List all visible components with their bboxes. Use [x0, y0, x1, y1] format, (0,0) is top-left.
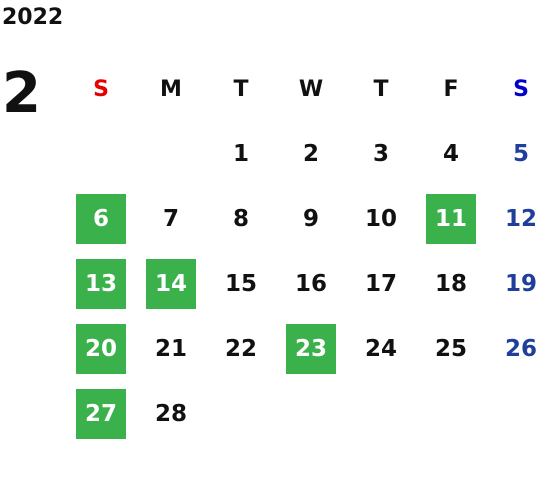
day-cell-highlighted[interactable]: 20 [66, 316, 136, 381]
day-cell[interactable]: 5 [512, 141, 529, 167]
day-cell[interactable]: 21 [154, 336, 187, 362]
weekday-mon: M [160, 76, 182, 102]
day-cell[interactable] [206, 381, 276, 446]
day-cell[interactable]: 28 [154, 401, 187, 427]
day-cell[interactable]: 15 [224, 271, 257, 297]
day-cell[interactable]: 7 [162, 206, 179, 232]
day-cell[interactable]: 24 [364, 336, 397, 362]
week-row: 27 28 [66, 381, 548, 446]
day-cell[interactable]: 8 [232, 206, 249, 232]
weekday-tue: T [233, 76, 249, 102]
year-label: 2022 [2, 5, 64, 30]
month-label: 2 [2, 61, 41, 126]
weekday-wed: W [298, 76, 324, 102]
day-cell[interactable]: 18 [434, 271, 467, 297]
weekday-thu: T [373, 76, 389, 102]
week-row: 20 21 22 23 24 25 26 [66, 316, 548, 381]
day-cell[interactable] [66, 121, 136, 186]
day-cell-highlighted[interactable]: 11 [416, 186, 486, 251]
day-cell[interactable]: 25 [434, 336, 467, 362]
week-row: 6 7 8 9 10 11 12 [66, 186, 548, 251]
week-row: 1 2 3 4 5 [66, 121, 548, 186]
weekday-sun: S [93, 76, 109, 102]
day-cell[interactable] [136, 121, 206, 186]
week-row: 13 14 15 16 17 18 19 [66, 251, 548, 316]
day-cell[interactable]: 1 [232, 141, 249, 167]
day-cell[interactable]: 26 [504, 336, 537, 362]
day-cell[interactable] [276, 381, 346, 446]
day-cell-highlighted[interactable]: 23 [276, 316, 346, 381]
calendar-grid: S M T W T F S 1 2 3 4 5 6 7 8 9 10 11 12… [66, 56, 548, 446]
day-cell[interactable]: 12 [504, 206, 537, 232]
day-cell[interactable]: 22 [224, 336, 257, 362]
day-cell[interactable]: 19 [504, 271, 537, 297]
day-cell[interactable] [486, 381, 548, 446]
day-cell[interactable] [416, 381, 486, 446]
day-cell[interactable] [346, 381, 416, 446]
day-cell[interactable]: 3 [372, 141, 389, 167]
day-cell[interactable]: 2 [302, 141, 319, 167]
day-cell-highlighted[interactable]: 27 [66, 381, 136, 446]
day-cell[interactable]: 9 [302, 206, 319, 232]
day-cell-highlighted[interactable]: 13 [66, 251, 136, 316]
weekday-fri: F [443, 76, 459, 102]
day-cell-highlighted[interactable]: 14 [136, 251, 206, 316]
weekday-header-row: S M T W T F S [66, 56, 548, 121]
weekday-sat: S [513, 76, 529, 102]
day-cell-highlighted[interactable]: 6 [66, 186, 136, 251]
day-cell[interactable]: 17 [364, 271, 397, 297]
day-cell[interactable]: 10 [364, 206, 397, 232]
day-cell[interactable]: 4 [442, 141, 459, 167]
day-cell[interactable]: 16 [294, 271, 327, 297]
